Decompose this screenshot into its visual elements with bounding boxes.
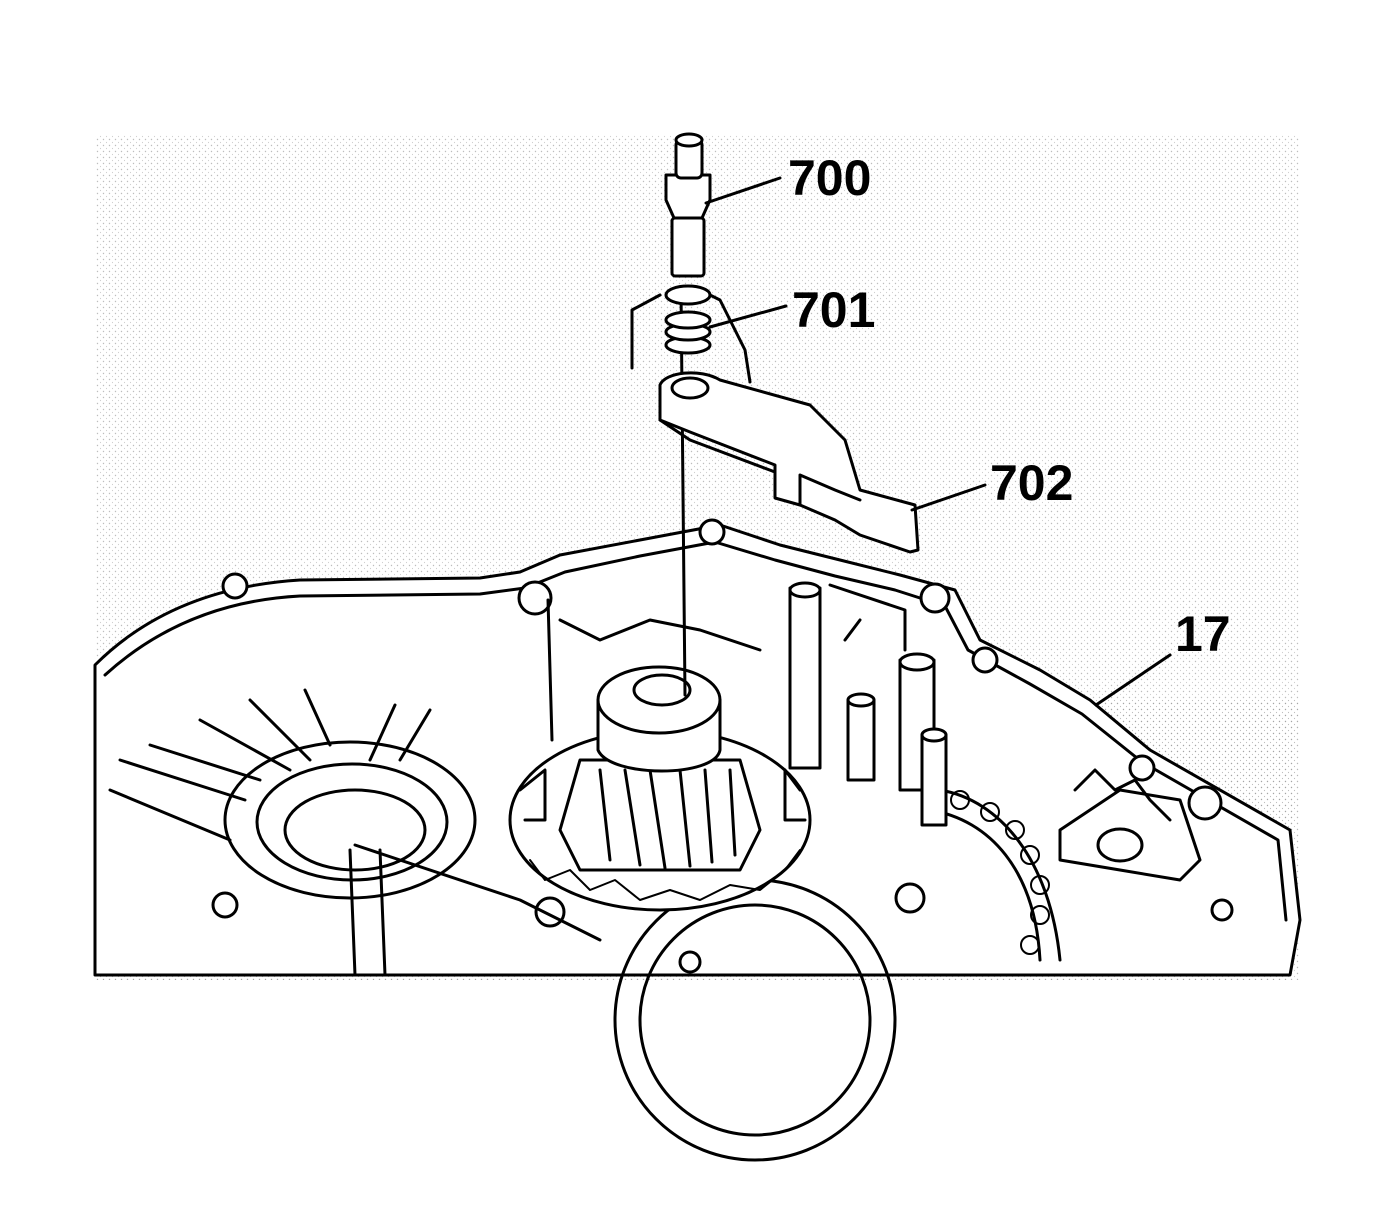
pin-700 xyxy=(664,132,712,278)
pinion-gear xyxy=(508,665,812,912)
leader-line-700 xyxy=(704,176,782,205)
leader-line-702 xyxy=(910,483,987,512)
guide-line xyxy=(679,288,687,697)
leader-line-17 xyxy=(1094,653,1172,707)
callout-label-702: 702 xyxy=(990,455,1073,511)
lever-702 xyxy=(658,371,920,554)
callout-label-700: 700 xyxy=(788,150,871,206)
callout-label-701: 701 xyxy=(792,282,875,338)
flange-bolt-holes xyxy=(211,518,1234,974)
spring-701 xyxy=(630,284,752,384)
leader-line-701 xyxy=(708,304,788,329)
ring-holes xyxy=(950,790,1050,955)
callout-label-17: 17 xyxy=(1175,606,1231,662)
leader-lines xyxy=(704,176,1172,707)
